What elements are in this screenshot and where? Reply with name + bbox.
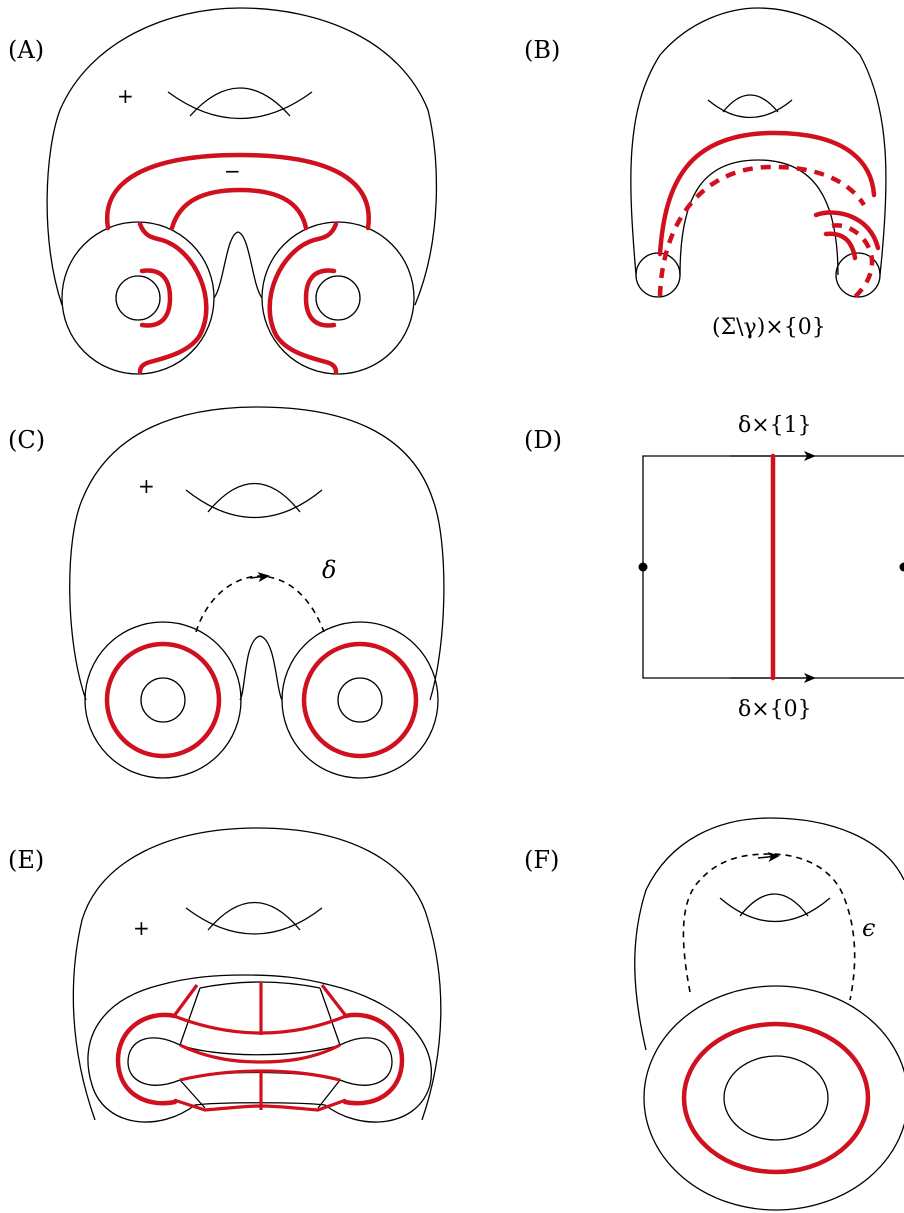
panel-e-upper-middle-band-edge: [180, 1045, 340, 1062]
panel-f-epsilon-label: ϵ: [862, 914, 875, 942]
panel-c-left-hole: [141, 678, 185, 722]
panel-c-delta-label: δ: [322, 556, 336, 584]
panel-b-handle-lower: [723, 95, 778, 112]
panel-d-top-label: δ×{1}: [738, 413, 812, 438]
panel-c-delta-arrowhead: [250, 576, 268, 578]
panel-a-left-hole: [116, 276, 160, 320]
panel-e-left-red-c-curve: [118, 1015, 175, 1103]
panel-b-handle-upper: [708, 100, 792, 118]
panel-e-handle-lower: [208, 903, 300, 931]
panel-c-central-tongue: [240, 636, 282, 700]
panel-f-epsilon-arrowhead: [758, 856, 778, 858]
panel-c-plus-sign: +: [138, 474, 155, 498]
panel-f-handle-upper: [720, 898, 830, 922]
panel-f-handle-lower: [740, 894, 808, 916]
panel-a: (A) + −: [8, 8, 436, 374]
panel-a-right-boundary-disk: [262, 222, 414, 374]
panel-c-left-red-circle: [107, 644, 219, 756]
panel-b-caption: (Σ\γ)×{0}: [712, 315, 826, 340]
panel-c-handle-upper: [186, 490, 322, 518]
panel-a-handle-upper: [168, 92, 312, 119]
panel-a-left-red-curve: [140, 224, 206, 372]
panel-f-epsilon-curve: [683, 854, 854, 1000]
panel-f-hole: [724, 1056, 828, 1140]
panel-d-label: (D): [524, 426, 562, 454]
panel-a-plus-sign: +: [117, 84, 134, 108]
panel-a-right-hole: [316, 276, 360, 320]
panel-b-outer-dashed-arc: [660, 167, 864, 296]
panel-e-plus-sign: +: [133, 916, 150, 940]
panel-d-right-dot: [900, 563, 904, 572]
panel-a-central-tongue: [214, 232, 262, 298]
panel-d-bottom-label: δ×{0}: [738, 697, 812, 722]
panel-d: (D) δ×{1} δ×{0}: [524, 413, 904, 722]
panel-c-delta-curve: [196, 576, 324, 632]
panel-f: (F) ϵ: [524, 818, 904, 1210]
panel-e-label: (E): [8, 846, 44, 874]
panel-e-surface-outline: [73, 828, 441, 1120]
panel-e: (E) +: [8, 828, 441, 1122]
panel-b: (B) (Σ\γ)×{0}: [524, 8, 886, 340]
panel-d-left-dot: [639, 563, 648, 572]
panel-c-label: (C): [8, 426, 45, 454]
panel-a-minus-sign: −: [224, 159, 241, 183]
panel-c-right-hole: [338, 678, 382, 722]
panel-b-label: (B): [524, 36, 560, 64]
panel-a-right-small-red-loop: [306, 271, 334, 326]
panel-a-inner-red-arc: [172, 190, 306, 228]
panel-a-label: (A): [8, 36, 44, 64]
panel-f-red-ellipse: [684, 1024, 868, 1172]
panel-a-right-red-curve: [270, 224, 336, 372]
panel-f-label: (F): [524, 846, 559, 874]
panel-e-handle-upper: [186, 908, 322, 934]
panel-c-right-red-circle: [304, 644, 416, 756]
panel-a-left-small-red-loop: [142, 271, 170, 326]
panel-a-left-boundary-disk: [62, 222, 214, 374]
panel-e-right-red-c-curve: [345, 1015, 402, 1103]
panel-c: (C) + δ: [8, 407, 444, 778]
panel-b-inner-arch: [680, 160, 838, 275]
panel-c-handle-lower: [208, 484, 300, 513]
panel-b-surface-outline: [631, 8, 886, 275]
